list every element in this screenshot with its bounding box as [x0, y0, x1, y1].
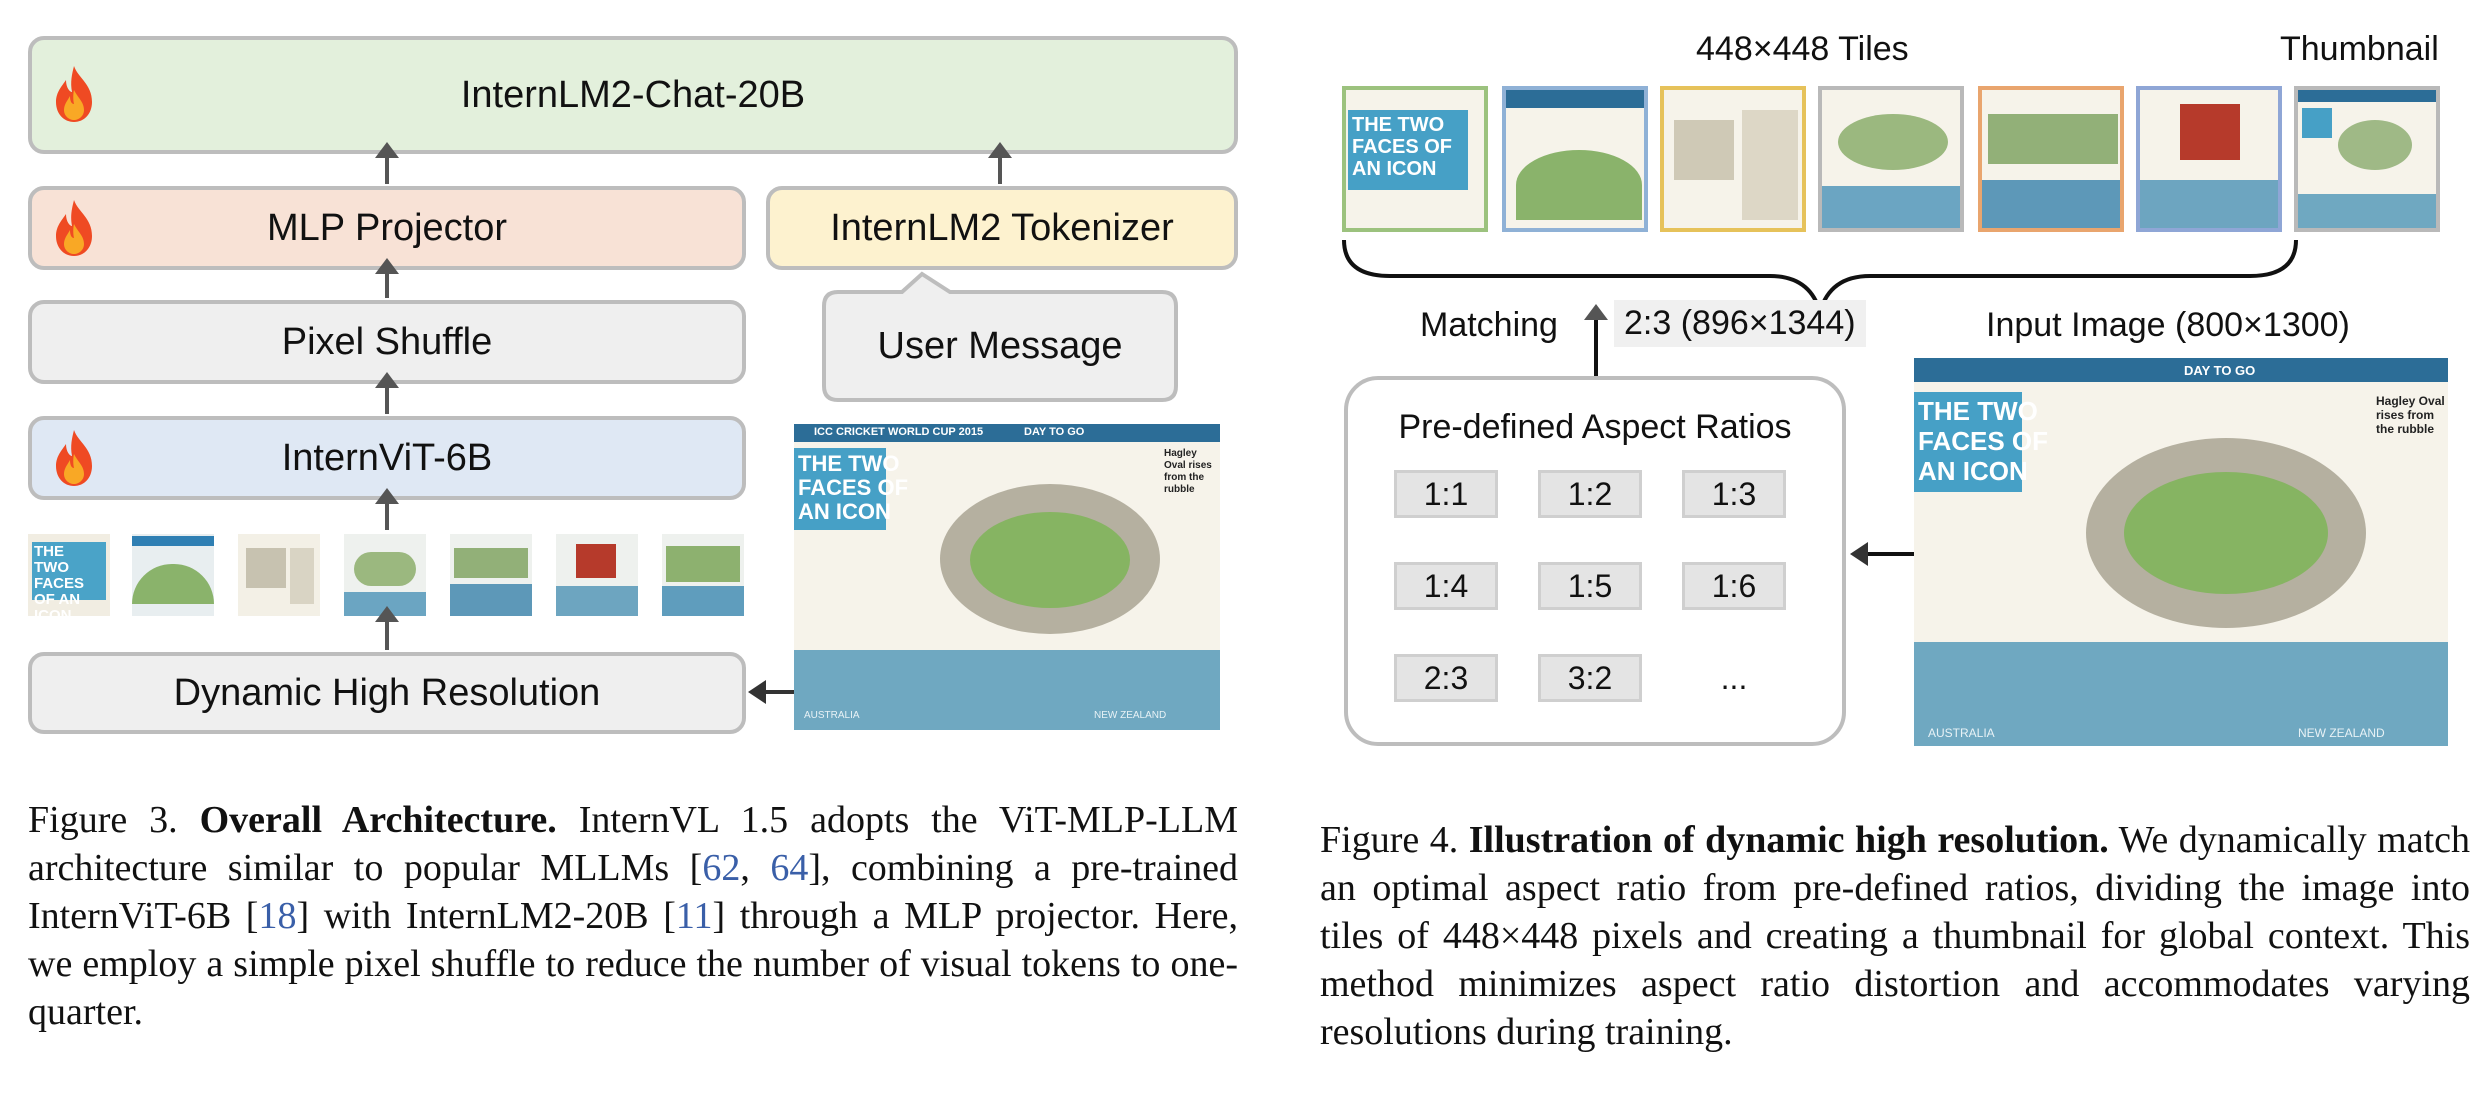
- ratio-1-1: 1:1: [1394, 470, 1498, 518]
- small-tile: [662, 534, 744, 616]
- caption3-text: ] with InternLM2-20B [: [296, 895, 676, 937]
- pixel-shuffle-label: Pixel Shuffle: [281, 320, 493, 363]
- caption3-text: ,: [740, 847, 771, 889]
- ratio-2-3: 2:3: [1394, 654, 1498, 702]
- arrow-projector-to-llm: [375, 142, 399, 184]
- arrow-ratios-to-tiles: [1584, 304, 1608, 378]
- arrow-tiles-to-vit: [375, 488, 399, 530]
- tile-3: [1660, 86, 1806, 232]
- citation-link[interactable]: 18: [258, 895, 297, 937]
- llm-box: InternLM2-Chat-20B: [28, 36, 1238, 154]
- arrow-shuffle-to-projector: [375, 258, 399, 298]
- projector-label: MLP Projector: [266, 206, 508, 249]
- headline-line2: FACES OF: [1918, 426, 2049, 456]
- input-image-label: Input Image (800×1300): [1986, 306, 2350, 344]
- headline-line1: THE TWO: [1918, 396, 2038, 426]
- country-label-2: NEW ZEALAND: [2298, 726, 2385, 740]
- arrow-image-to-ratios: [1850, 542, 1914, 566]
- fire-icon: [56, 66, 92, 122]
- headline-line3: AN ICON: [798, 499, 891, 524]
- masthead-text: ICC CRICKET WORLD CUP 2015: [814, 426, 984, 438]
- side-title: Hagley Oval rises from the rubble: [2376, 394, 2445, 436]
- ratio-1-4: 1:4: [1394, 562, 1498, 610]
- arrow-tokenizer-to-llm: [988, 142, 1012, 184]
- caption4-title: Illustration of dynamic high resolution.: [1468, 819, 2109, 861]
- dhr-label: Dynamic High Resolution: [173, 671, 601, 714]
- caption4-label: Figure 4.: [1320, 819, 1459, 861]
- ratio-1-6: 1:6: [1682, 562, 1786, 610]
- country-label-1: AUSTRALIA: [1928, 726, 1995, 740]
- headline-line3: AN ICON: [1918, 456, 2028, 486]
- ratio-1-2: 1:2: [1538, 470, 1642, 518]
- small-tile: [556, 534, 638, 616]
- arrow-dhr-to-tiles: [375, 606, 399, 650]
- fire-icon: [56, 200, 92, 256]
- figure4-caption: Figure 4. Illustration of dynamic high r…: [1320, 816, 2470, 1056]
- small-tile: [344, 534, 426, 616]
- input-image-fig4: DAY TO GO THE TWO FACES OF AN ICON Hagle…: [1914, 358, 2448, 746]
- ratio-more: ...: [1720, 659, 1748, 696]
- small-tile: THE TWO FACES OF AN ICON: [28, 534, 110, 616]
- citation-link[interactable]: 64: [770, 847, 809, 889]
- caption3-text: ] through a MLP projector. Here, we empl…: [28, 895, 1238, 1033]
- citation-link[interactable]: 62: [702, 847, 741, 889]
- small-tile: [450, 534, 532, 616]
- matching-label: Matching: [1420, 306, 1558, 344]
- input-image-fig3: ICC CRICKET WORLD CUP 2015 DAY TO GO THE…: [794, 424, 1220, 730]
- country-label-1: AUSTRALIA: [804, 710, 860, 721]
- dhr-box: Dynamic High Resolution: [28, 652, 746, 734]
- figure3-caption: Figure 3. Overall Architecture. InternVL…: [28, 796, 1238, 1036]
- arrow-vit-to-shuffle: [375, 372, 399, 414]
- thumbnail-label: Thumbnail: [2280, 30, 2439, 68]
- tile-2: [1502, 86, 1648, 232]
- ratio-1-3: 1:3: [1682, 470, 1786, 518]
- side-title: Hagley Oval rises from the rubble: [1164, 448, 1212, 495]
- ratio-1-5: 1:5: [1538, 562, 1642, 610]
- tile-6: [2136, 86, 2282, 232]
- small-tile: [132, 534, 214, 616]
- citation-link[interactable]: 11: [675, 895, 713, 937]
- headline: THE TWO FACES OF AN ICON: [798, 452, 908, 524]
- day-to-go-text: DAY TO GO: [1024, 426, 1085, 438]
- vit-label: InternViT-6B: [281, 436, 493, 479]
- country-label-2: NEW ZEALAND: [1094, 710, 1167, 721]
- headline: THE TWO FACES OF AN ICON: [1918, 396, 2048, 486]
- headline-line2: FACES OF: [798, 475, 909, 500]
- caption3-text: InternVL 1.5 adopts the ViT-MLP-LLM arch…: [28, 799, 1239, 889]
- fire-icon: [56, 430, 92, 486]
- user-message-bubble: [822, 271, 1178, 402]
- tokenizer-label: InternLM2 Tokenizer: [830, 206, 1174, 249]
- caption3-title: Overall Architecture.: [199, 799, 557, 841]
- user-message: User Message: [824, 296, 1176, 396]
- user-message-label: User Message: [877, 324, 1123, 367]
- tokenizer-box: InternLM2 Tokenizer: [766, 186, 1238, 270]
- matched-ratio-label: 2:3 (896×1344): [1614, 300, 1866, 347]
- llm-label: InternLM2-Chat-20B: [460, 73, 806, 116]
- vit-box: InternViT-6B: [28, 416, 746, 500]
- tile-4: [1818, 86, 1964, 232]
- headline-line1: THE TWO: [798, 451, 900, 476]
- day-to-go-text: DAY TO GO: [2184, 363, 2256, 378]
- tile-5: [1978, 86, 2124, 232]
- caption3-text: ], combining a pre-trained InternViT-6B …: [28, 847, 1238, 937]
- caption3-label: Figure 3.: [28, 799, 178, 841]
- tiles-label: 448×448 Tiles: [1696, 30, 1909, 68]
- arrow-image-to-dhr: [748, 680, 794, 704]
- ratio-3-2: 3:2: [1538, 654, 1642, 702]
- thumbnail-tile: [2294, 86, 2440, 232]
- small-tile: [238, 534, 320, 616]
- ratios-title: Pre-defined Aspect Ratios: [1398, 408, 1792, 446]
- caption4-text: We dynamically match an optimal aspect r…: [1320, 819, 2471, 1053]
